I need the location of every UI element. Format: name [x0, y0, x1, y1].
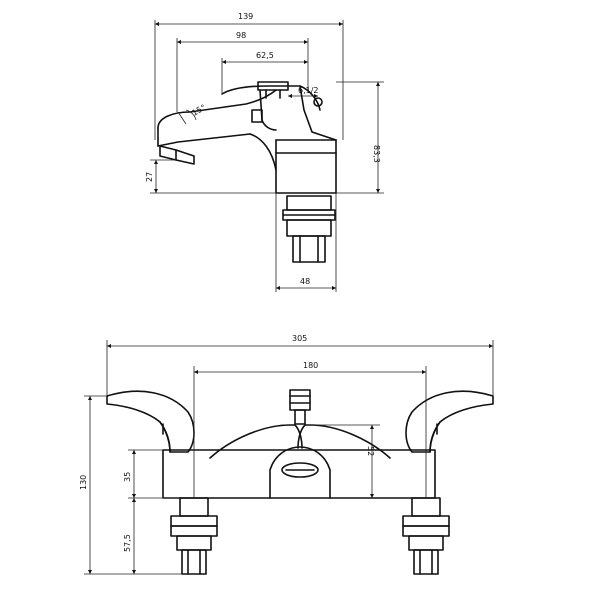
dim-overall-width: 305	[292, 334, 307, 343]
front-view-dimensions: 305 180 52 35 130 57,5	[79, 334, 494, 575]
dim-spout-height: 27	[145, 172, 154, 182]
dim-body-height: 35	[123, 472, 132, 482]
side-view-body	[157, 81, 337, 194]
dim-centres: 180	[303, 361, 318, 370]
side-view: 139 98 62,5 6,1/2 15° 83,3	[145, 12, 384, 292]
dim-tail-width: 48	[300, 277, 310, 286]
front-view-left-tail	[170, 497, 218, 575]
dim-total-height: 130	[79, 475, 88, 490]
front-view-left-handle	[106, 390, 195, 453]
dim-spout-length: 98	[236, 31, 246, 40]
front-view-body	[162, 389, 436, 499]
front-view-right-tail	[402, 497, 450, 575]
dim-diverter-height: 52	[366, 446, 375, 456]
dim-angle: 15°	[191, 103, 208, 118]
dim-overall-length: 139	[238, 12, 253, 21]
dim-tail-height: 57,5	[123, 534, 132, 552]
front-view-right-handle	[405, 390, 494, 453]
dim-diverter-offset: 6,1/2	[298, 86, 319, 95]
side-view-dimensions: 139 98 62,5 6,1/2 15° 83,3	[145, 12, 384, 292]
dim-handle-offset: 62,5	[256, 51, 274, 60]
side-view-tail	[282, 195, 336, 263]
front-view: 305 180 52 35 130 57,5	[79, 334, 494, 575]
dim-height: 83,3	[372, 145, 381, 163]
